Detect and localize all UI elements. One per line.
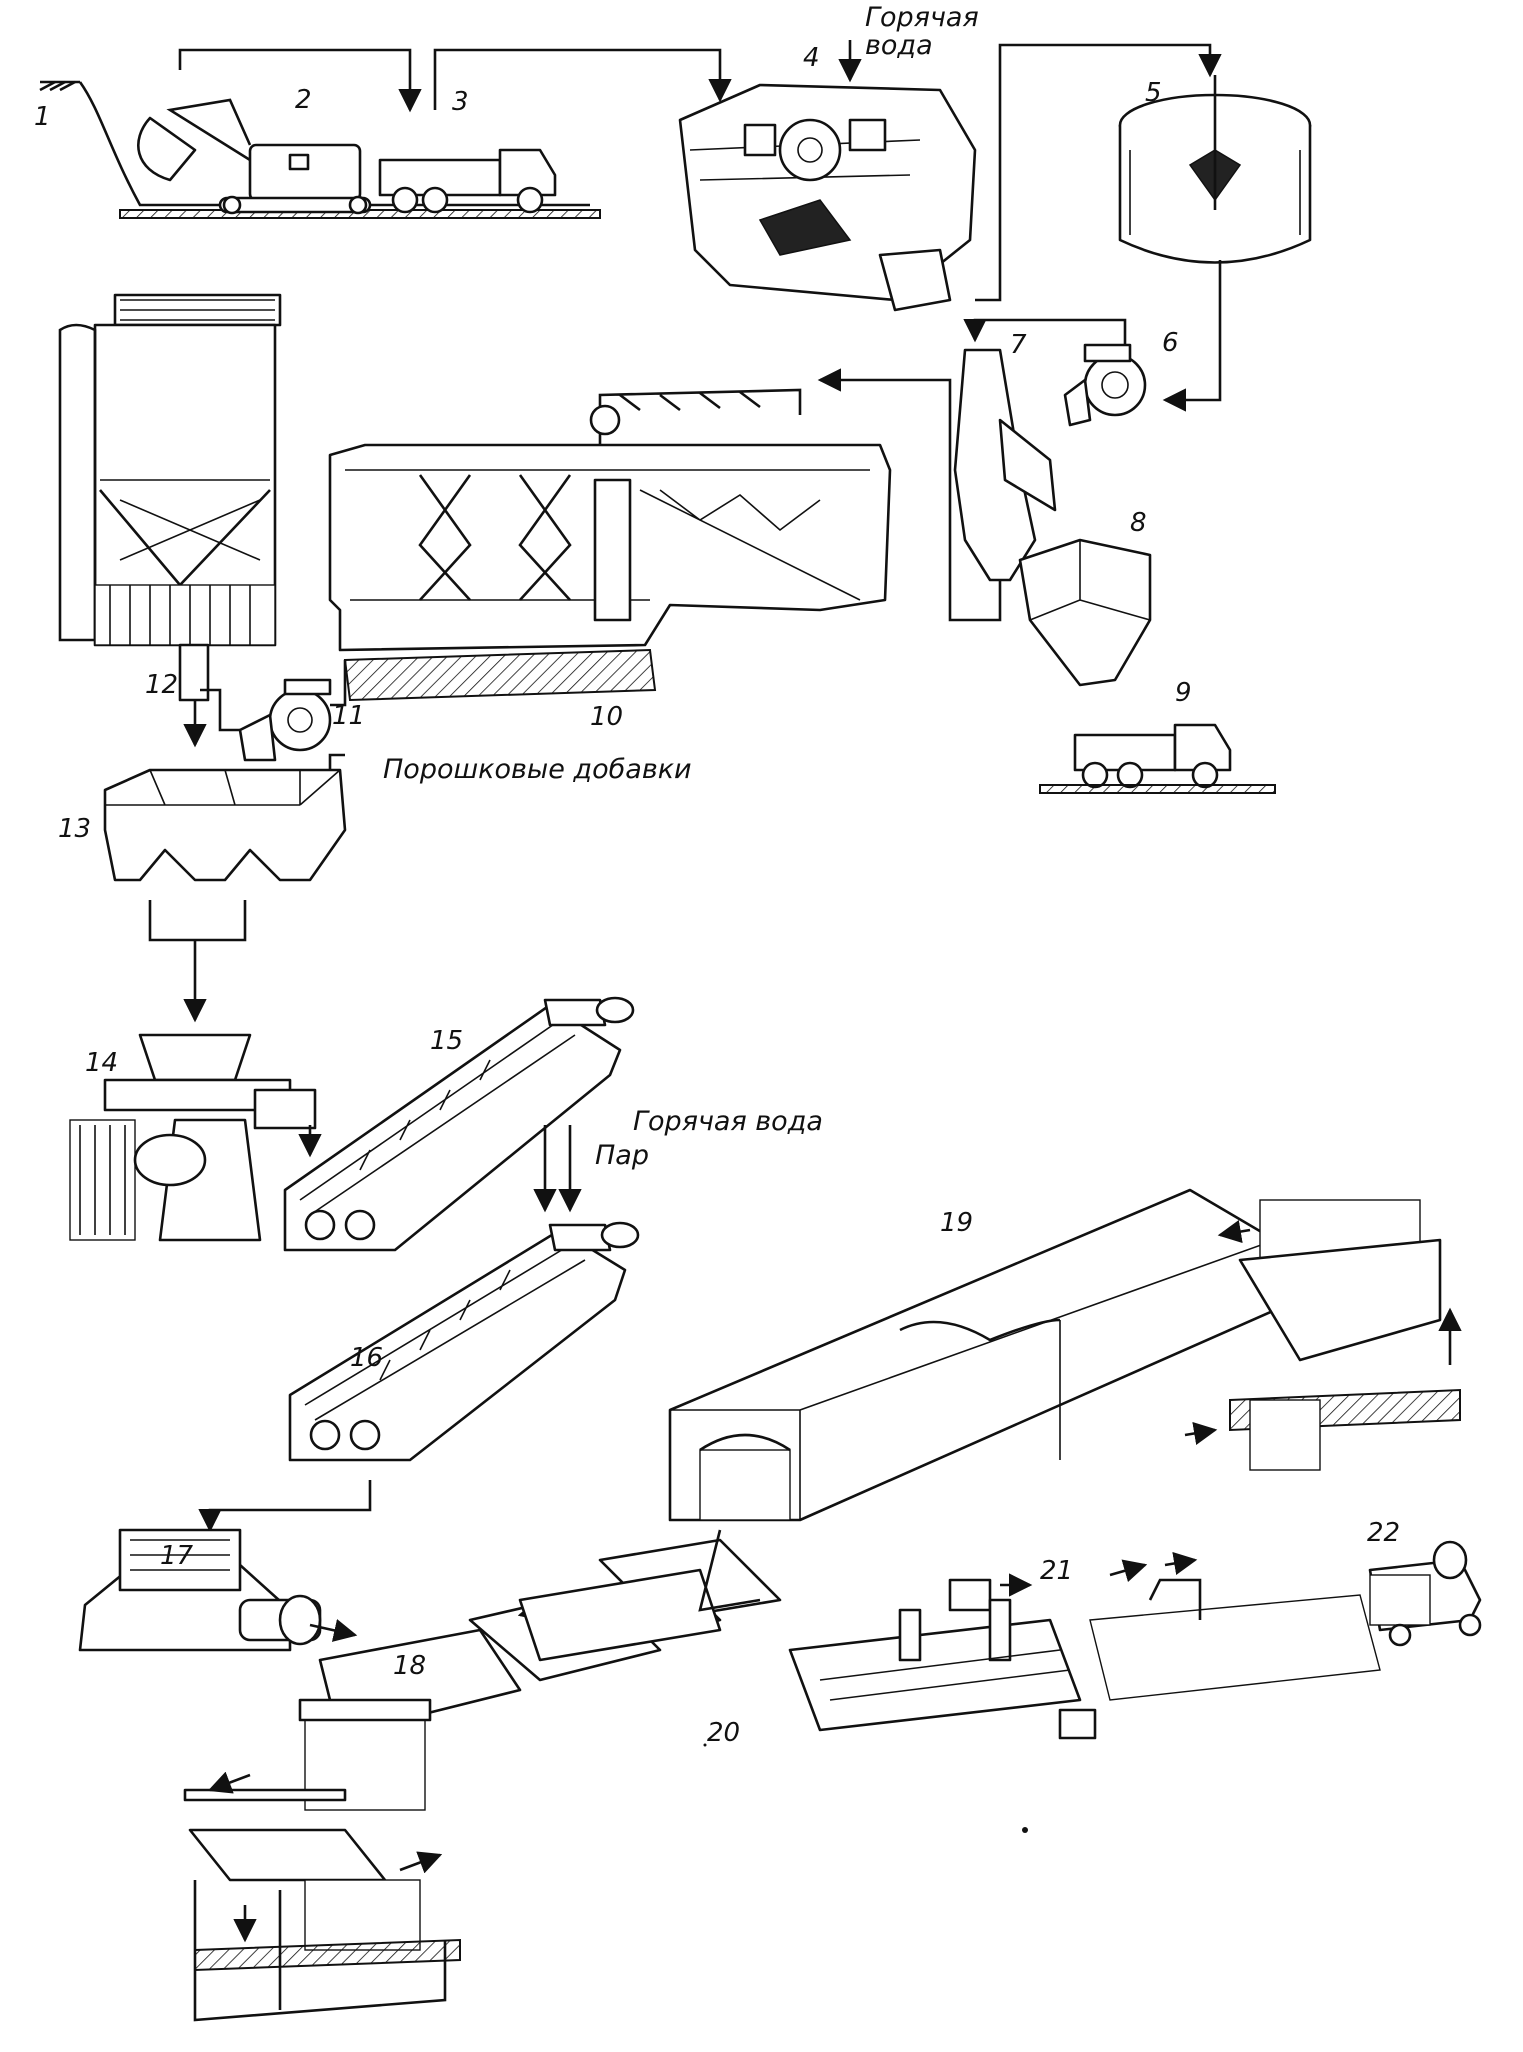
kiln-car-track	[518, 1529, 782, 1662]
label-8: 8	[1130, 508, 1147, 538]
trough-mixer-lower	[198, 1125, 640, 1533]
batch-hopper-triple	[103, 753, 347, 1020]
storage-silo	[58, 293, 282, 748]
transfer-car-pit	[183, 1771, 461, 2022]
thickener-basin	[328, 388, 892, 702]
label-17: 17	[160, 1541, 194, 1571]
excavator-cab	[248, 143, 362, 202]
thickener-center-column	[593, 478, 632, 622]
label-9: 9	[1175, 678, 1192, 708]
label-22: 22	[1367, 1518, 1401, 1548]
note-steam: Пар	[595, 1140, 649, 1171]
slurry-mixer-tank	[1118, 75, 1312, 412]
forklift-loader	[1368, 1540, 1482, 1647]
label-14: 14	[85, 1048, 119, 1078]
dump-truck-cab	[498, 148, 557, 197]
clay-washer-unit	[678, 40, 1222, 312]
label-1: 1	[34, 102, 51, 132]
clay-crusher	[69, 1033, 322, 1242]
label-6: 6	[1162, 328, 1179, 358]
thickener-pump	[200, 660, 347, 762]
label-16: 16	[350, 1343, 384, 1373]
label-20: 20	[707, 1718, 741, 1748]
tunnel-dryer	[668, 1188, 1462, 1522]
label-13: 13	[58, 814, 92, 844]
label-7: 7	[1010, 330, 1027, 360]
label-19: 19	[940, 1208, 974, 1238]
brick-press	[78, 1528, 358, 1652]
label-5: 5	[1145, 78, 1162, 108]
label-4: 4	[803, 43, 820, 73]
note-hot-water-top-line1: Горячая	[865, 2, 979, 33]
label-18: 18	[393, 1651, 427, 1681]
label-10: 10	[590, 702, 624, 732]
trough-mixer-upper	[283, 996, 635, 1252]
label-12: 12	[145, 670, 179, 700]
note-hot-water-top: Горячая вода	[865, 2, 979, 62]
label-3: 3	[452, 87, 469, 117]
note-hot-water: Горячая вода	[633, 1106, 823, 1137]
cyclone-separator	[817, 348, 1057, 622]
note-powder-additives: Порошковые добавки	[383, 754, 692, 785]
quarry-excavator-truck-group	[39, 48, 732, 219]
sand-hopper	[1018, 538, 1152, 687]
label-15: 15	[430, 1026, 464, 1056]
excavator-bucket	[137, 116, 197, 182]
label-21: 21	[1040, 1556, 1074, 1586]
slurry-pump	[963, 318, 1147, 427]
label-11: 11	[332, 701, 366, 731]
unloading-sorting-line	[788, 1551, 1381, 1740]
washer-motor	[878, 248, 952, 312]
excavator-track	[218, 196, 372, 214]
note-hot-water-top-line2: вода	[865, 30, 933, 62]
excavator-window	[288, 153, 310, 171]
dump-truck-sand	[1039, 723, 1276, 794]
cutting-loading-table	[298, 1578, 722, 1811]
label-2: 2	[295, 85, 312, 115]
